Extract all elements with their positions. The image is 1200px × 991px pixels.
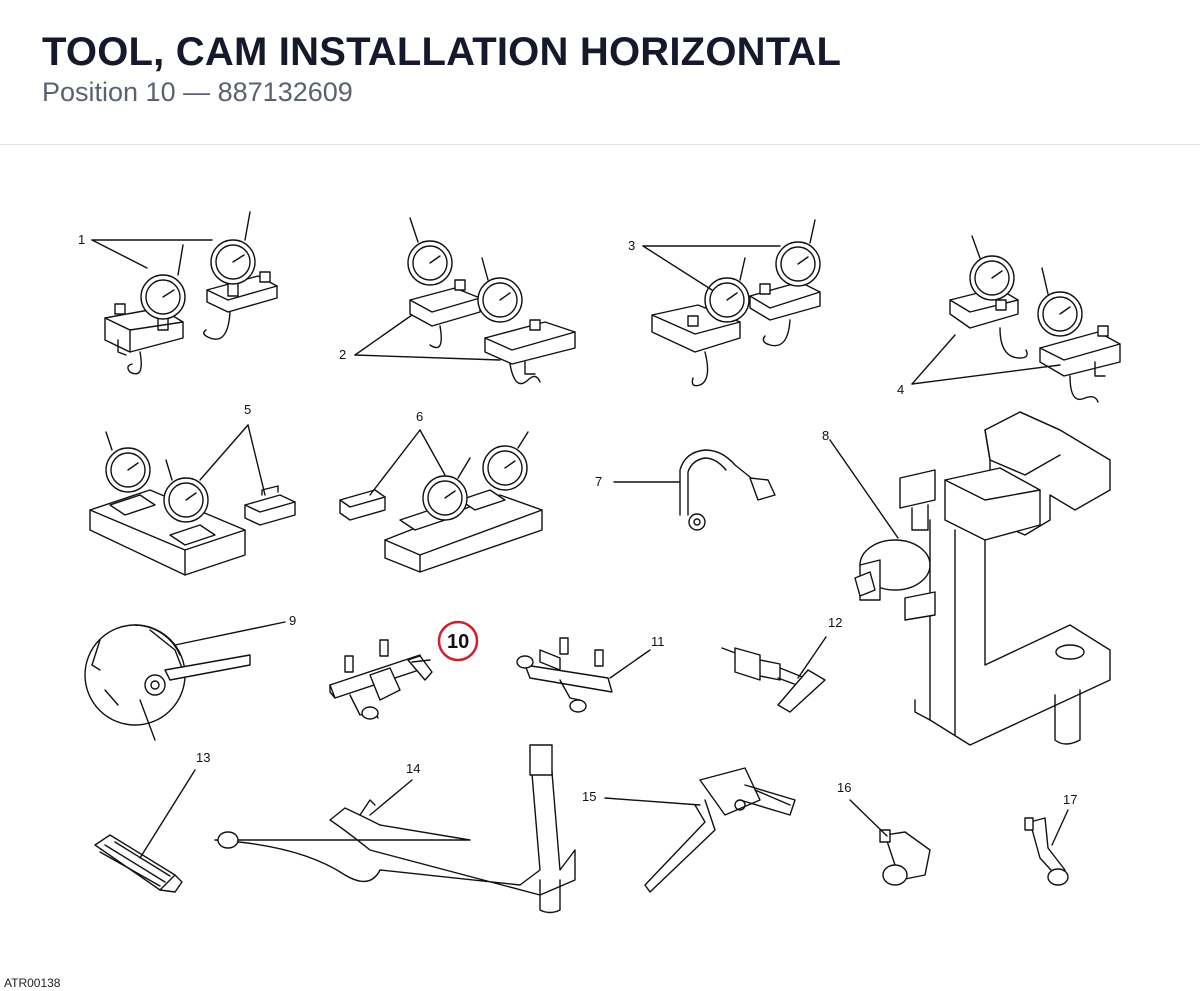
tool-16-socket-adapter[interactable] — [879, 829, 931, 886]
callout-17[interactable]: 17 — [1063, 792, 1077, 807]
callout-11[interactable]: 11 — [651, 634, 665, 649]
tool-15-lever-tool[interactable] — [644, 767, 796, 893]
tool-14-holding-arm[interactable] — [214, 744, 576, 914]
callout-14[interactable]: 14 — [406, 761, 420, 776]
tool-1-dial-gauge-set[interactable] — [104, 211, 278, 375]
callout-13[interactable]: 13 — [196, 750, 210, 765]
tool-17-small-bracket[interactable] — [1024, 817, 1069, 886]
exploded-parts-diagram: 1 2 3 4 5 6 7 8 9 10 11 12 13 14 15 16 1… — [78, 211, 1121, 914]
callout-16[interactable]: 16 — [837, 780, 851, 795]
callout-7[interactable]: 7 — [595, 474, 602, 489]
tool-3-dial-gauge-set[interactable] — [651, 219, 821, 387]
callout-9[interactable]: 9 — [289, 613, 296, 628]
tool-5-gauge-bar[interactable] — [89, 431, 296, 576]
subtitle-separator: — — [183, 77, 211, 107]
tool-8-cam-fixture[interactable] — [854, 411, 1111, 746]
page-subtitle: Position 10 — 887132609 — [42, 77, 353, 108]
tool-9-degree-wheel[interactable] — [84, 624, 251, 741]
tool-7-hook-tool[interactable] — [679, 449, 776, 531]
callout-3[interactable]: 3 — [628, 238, 635, 253]
drawing-code: ATR00138 — [4, 976, 61, 990]
subtitle-part-number: 887132609 — [217, 77, 353, 107]
tool-10-cam-installation-horizontal[interactable] — [329, 639, 433, 720]
callout-6[interactable]: 6 — [416, 409, 423, 424]
page-header: TOOL, CAM INSTALLATION HORIZONTAL Positi… — [0, 0, 1200, 145]
highlight-ring — [437, 620, 479, 662]
callout-1[interactable]: 1 — [78, 232, 85, 247]
tool-4-dial-gauge-set[interactable] — [949, 235, 1121, 403]
callout-5[interactable]: 5 — [244, 402, 251, 417]
tool-11-cam-installation-tool[interactable] — [516, 637, 613, 713]
callout-2[interactable]: 2 — [339, 347, 346, 362]
callout-15[interactable]: 15 — [582, 789, 596, 804]
callout-8[interactable]: 8 — [822, 428, 829, 443]
page-title: TOOL, CAM INSTALLATION HORIZONTAL — [42, 30, 842, 74]
tool-2-dial-gauge-set[interactable] — [407, 217, 576, 385]
subtitle-position: Position 10 — [42, 77, 176, 107]
callout-4[interactable]: 4 — [897, 382, 904, 397]
tool-12-t-handle-puller[interactable] — [721, 647, 826, 713]
callout-10[interactable]: 10 — [447, 631, 469, 653]
tool-13-knurled-driver[interactable] — [94, 834, 183, 893]
tool-6-gauge-bar[interactable] — [339, 431, 543, 573]
callout-12[interactable]: 12 — [828, 615, 842, 630]
